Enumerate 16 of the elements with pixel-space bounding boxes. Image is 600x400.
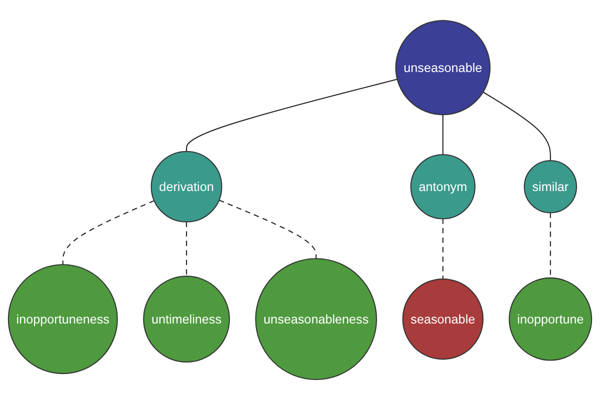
connector bbox=[442, 114, 444, 155]
connector bbox=[186, 78, 398, 152]
connector bbox=[218, 200, 317, 259]
node-circle: untimeliness bbox=[143, 276, 230, 362]
connector bbox=[186, 222, 188, 276]
node-circle: antonym bbox=[410, 154, 476, 220]
node-circle: inopportune bbox=[508, 277, 592, 361]
connector bbox=[62, 200, 154, 265]
connector bbox=[442, 218, 444, 279]
node-circle: derivation bbox=[150, 150, 222, 222]
node-circle: unseasonable bbox=[395, 20, 491, 116]
node-circle: similar bbox=[524, 160, 578, 214]
connector bbox=[482, 92, 551, 161]
node-circle: seasonable bbox=[402, 278, 484, 360]
node-circle: unseasonableness bbox=[255, 258, 378, 380]
node-circle: inopportuneness bbox=[8, 264, 118, 374]
